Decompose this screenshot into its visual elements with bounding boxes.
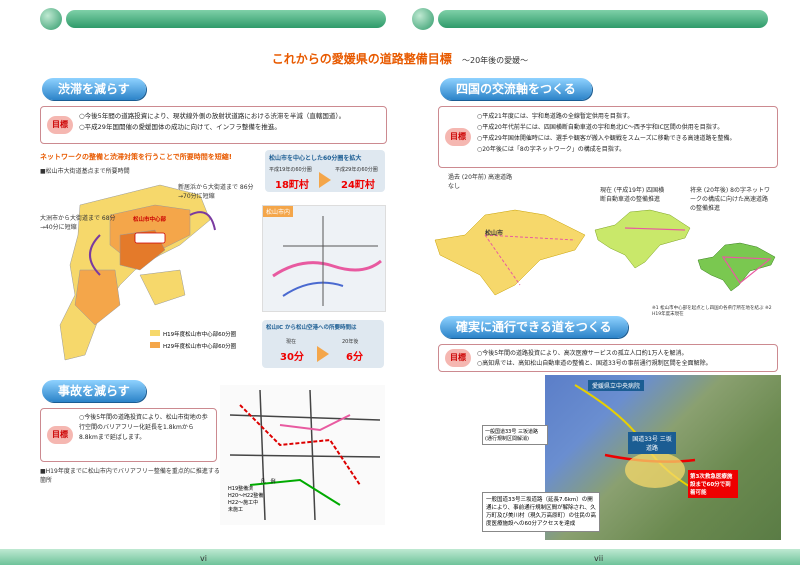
panel-arrow bbox=[319, 172, 331, 188]
goal-bullet: ○高知県では、高知松山自動車道の整備と、国道33号の事前通行規制区間を全面解除。 bbox=[477, 360, 712, 367]
label-niihama: 新居浜から大街道まで 86分→70分に短縮 bbox=[178, 184, 254, 200]
goal-bullet: ○20年後には「8の字ネットワーク」の構成を目指す。 bbox=[477, 146, 626, 153]
panel-to-label: 平成29年の60分圏 bbox=[335, 167, 378, 173]
ehime-60min-map bbox=[59, 184, 216, 361]
label-matsuyama-center: 松山市中心部 bbox=[133, 217, 167, 223]
goal-box-shikoku: 目標 ○平成21年度には、宇和島道路の全線暫定供用を目指す。 ○平成20年代前半… bbox=[438, 106, 778, 168]
shikoku-present-map bbox=[594, 209, 691, 269]
hospital-zone-label: 第3次救急医療施設まで60分で到着可能 bbox=[688, 470, 738, 498]
panel-to-value: 24町村 bbox=[341, 180, 375, 191]
matsuyama-city-map: 松山市内 bbox=[262, 205, 386, 312]
panel2-arrow bbox=[317, 346, 329, 362]
header-bar-left bbox=[66, 10, 386, 28]
legend-item: H20～H22整備 bbox=[228, 493, 264, 499]
city-label: 松山市内 bbox=[263, 206, 294, 217]
barrierfree-legend: 凡 例 H19整備済 H20～H22整備 H22～施工中 未施工 bbox=[228, 478, 308, 513]
goal-text: ○今後5年間の道路投資により、松山市街地の歩行空間のバリアフリー化延長を1.8k… bbox=[79, 414, 208, 441]
note-box: 一般国道33号三坂道路（延長7.6km）の開通により、事前通行規制区間が解除され… bbox=[482, 492, 600, 532]
section-heading-accidents: 事故を減らす bbox=[42, 380, 146, 402]
route-box: 一般国道33号 三坂道路 (通行規制区間解消) bbox=[482, 425, 548, 445]
panel2-title: 松山IC から松山空港への所要時間は bbox=[266, 325, 357, 331]
hospital-label: 愛媛県立中央病院 bbox=[588, 380, 645, 391]
label-present: 現在 (平成19年) 四国横断自動車道の整備推進 bbox=[600, 187, 665, 203]
panel-from-label: 平成19年の60分圏 bbox=[269, 167, 312, 173]
goal-bullet: ○今後5年間の道路投資により、高次医療サービスの孤立人口約1万人を解消。 bbox=[477, 350, 688, 357]
panel2-from-value: 30分 bbox=[280, 352, 304, 363]
panel-from-value: 18町村 bbox=[275, 180, 309, 191]
barrierfree-map bbox=[220, 385, 385, 525]
header-bar-right bbox=[438, 10, 768, 28]
legend-item: H19年度松山市中心部60分圏 bbox=[150, 330, 236, 338]
shikoku-past-map bbox=[434, 209, 586, 296]
page-title: これからの愛媛県の道路整備目標 ～20年後の愛媛～ bbox=[0, 50, 800, 67]
goal-tag: 目標 bbox=[445, 128, 471, 146]
legend-item: H22～施工中 bbox=[228, 500, 259, 506]
section-heading-reliable: 確実に通行できる道をつくる bbox=[440, 316, 628, 338]
footer-bar bbox=[0, 549, 800, 565]
title-text: これからの愛媛県の道路整備目標 bbox=[271, 52, 452, 66]
map-caption: ネットワークの整備と渋滞対策を行うことで所要時間を短縮! bbox=[40, 153, 232, 161]
title-subtitle: ～20年後の愛媛～ bbox=[462, 56, 529, 65]
panel2-to-label: 20年後 bbox=[342, 339, 359, 345]
goal-box-accidents: 目標 ○今後5年間の道路投資により、松山市街地の歩行空間のバリアフリー化延長を1… bbox=[40, 408, 217, 462]
label-future: 将来 (20年後) 8の字ネットワークの構成に向けた高速道路の整備推進 bbox=[690, 187, 770, 212]
legend-title: 凡 例 bbox=[260, 479, 276, 485]
goal-text: ○今後5年間の道路投資により、高次医療サービスの孤立人口約1万人を解消。 ○高知… bbox=[477, 349, 773, 369]
goal-bullet: ○平成29年国開催の愛媛国体の成功に向けて、インフラ整備を推進。 bbox=[79, 123, 281, 131]
panel-airport: 松山IC から松山空港への所要時間は 現在 30分 20年後 6分 bbox=[262, 320, 384, 368]
legend-item: H29年度松山市中心部60分圏 bbox=[150, 342, 236, 350]
legend: H19年度松山市中心部60分圏 H29年度松山市中心部60分圏 bbox=[150, 330, 236, 350]
legend-item: 未施工 bbox=[228, 507, 244, 513]
label-ozu: 大洲市から大街道まで 68分→40分に短縮 bbox=[40, 215, 116, 231]
map-note: ■松山市大街道基点まで所要時間 bbox=[40, 168, 130, 175]
goal-bullet: ○今後5年間の道路投資により、現状線外側の放射状道路における渋滞を半減（直轄国道… bbox=[79, 112, 346, 120]
goal-bullet: ○平成20年代前半には、四国横断自動車道の宇和島北IC～西予宇和IC区間の供用を… bbox=[477, 124, 724, 131]
panel-60min: 松山市を中心とした60分圏を拡大 平成19年の60分圏 18町村 平成29年の6… bbox=[265, 150, 385, 192]
label-matsuyama: 松山市 bbox=[485, 230, 504, 237]
goal-tag: 目標 bbox=[47, 426, 73, 444]
header-dot-right bbox=[412, 8, 434, 30]
page-number-right: vii bbox=[594, 554, 604, 563]
goal-box-reliable: 目標 ○今後5年間の道路投資により、高次医療サービスの孤立人口約1万人を解消。 … bbox=[438, 344, 778, 372]
goal-text: ○今後5年間の道路投資により、現状線外側の放射状道路における渋滞を半減（直轄国道… bbox=[79, 111, 382, 133]
city-roads bbox=[272, 216, 382, 306]
panel2-to-value: 6分 bbox=[346, 352, 363, 363]
goal-box-congestion: 目標 ○今後5年間の道路投資により、現状線外側の放射状道路における渋滞を半減（直… bbox=[40, 106, 387, 144]
header-dot-left bbox=[40, 8, 62, 30]
section-heading-congestion: 渋滞を減らす bbox=[42, 78, 146, 100]
shikoku-footnote: ※1 松山市中心部を起点とし四国の各県庁所在地を結ぶ ※2 H19年度末現在 bbox=[652, 306, 772, 317]
goal-tag: 目標 bbox=[445, 349, 471, 367]
goal-tag: 目標 bbox=[47, 116, 73, 134]
label-past: 過去 (20年前) 高速道路なし bbox=[448, 174, 513, 190]
barrierfree-note: ■H19年度までに松山市内でバリアフリー整備を重点的に推進する箇所 bbox=[40, 468, 220, 484]
legend-item: H19整備済 bbox=[228, 486, 254, 492]
panel-title: 松山市を中心とした60分圏を拡大 bbox=[269, 155, 362, 162]
goal-text: ○平成21年度には、宇和島道路の全線暫定供用を目指す。 ○平成20年代前半には、… bbox=[477, 111, 773, 155]
panel2-from-label: 現在 bbox=[286, 339, 297, 345]
goal-bullet: ○平成29年国体開催時には、選手や観客が搬入や観戦をスムーズに移動できる高速道路… bbox=[477, 135, 736, 142]
shikoku-future-map bbox=[697, 242, 776, 292]
goal-bullet: ○平成21年度には、宇和島道路の全線暫定供用を目指す。 bbox=[477, 113, 634, 120]
section-heading-shikoku: 四国の交流軸をつくる bbox=[440, 78, 592, 100]
route-badge: 国道33号 三坂道路 bbox=[628, 432, 676, 454]
page-number-left: vi bbox=[200, 554, 207, 563]
